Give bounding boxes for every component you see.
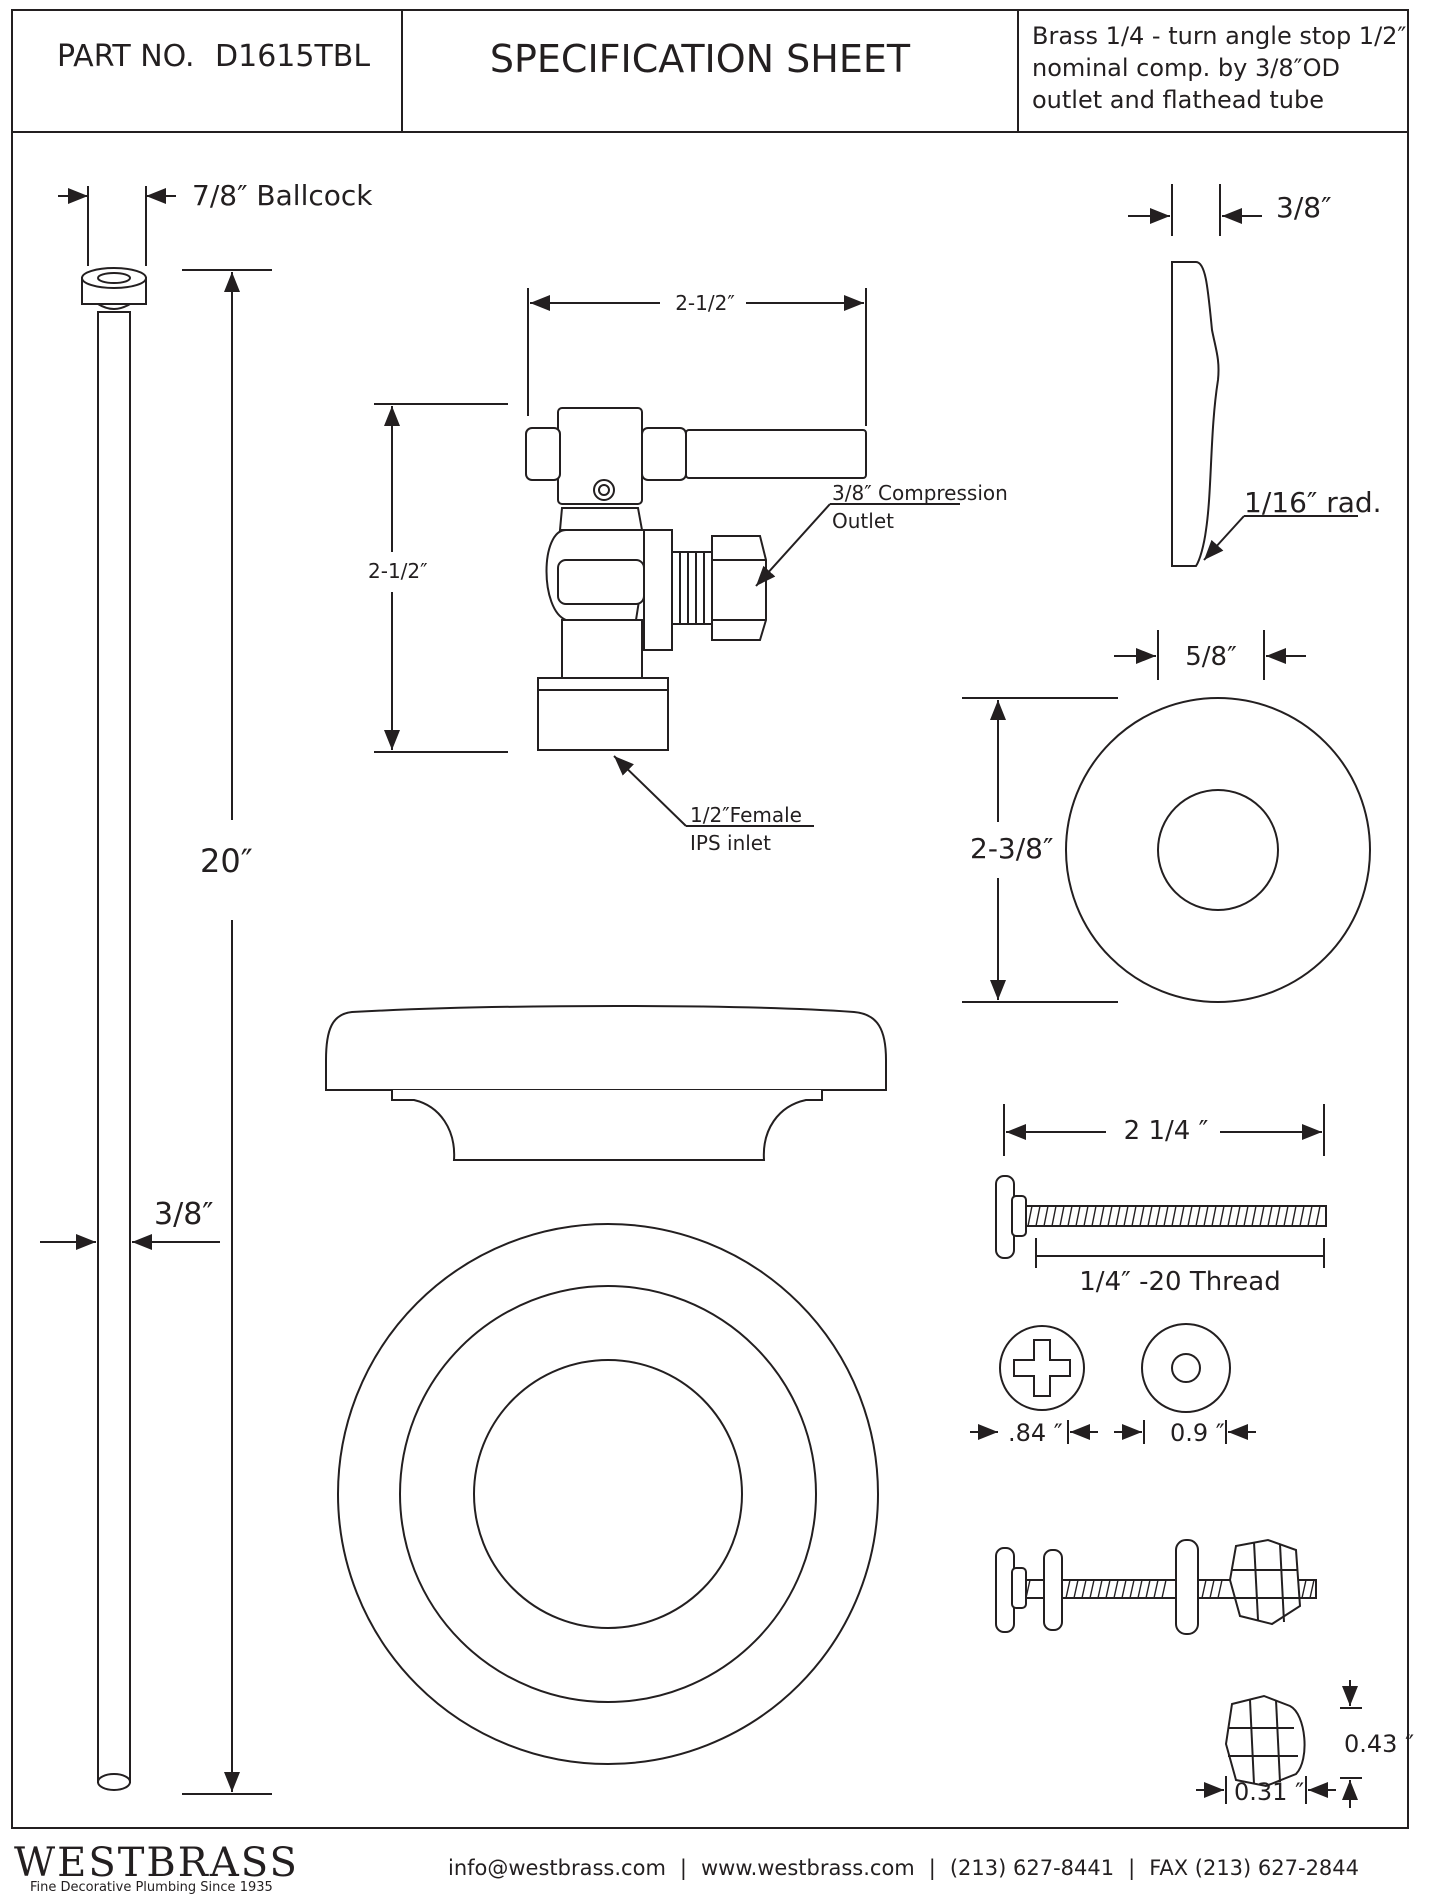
bolt-thread-dimension xyxy=(1035,1238,1325,1268)
description-line-3: outlet and flathead tube xyxy=(1032,86,1324,114)
flange-radius-leader xyxy=(1203,515,1358,561)
female-inlet-label-2: IPS inlet xyxy=(690,831,771,855)
footer-separator: | xyxy=(679,1856,687,1880)
flange-profile xyxy=(1171,261,1220,567)
bolt-assembly-threads xyxy=(1025,1579,1315,1599)
page-title: SPECIFICATION SHEET xyxy=(490,37,911,81)
washer-dimension xyxy=(1114,1420,1256,1444)
base-front xyxy=(337,1223,879,1765)
tube-diameter-label: 3/8″ xyxy=(154,1197,214,1232)
bolt-length-dimension xyxy=(1003,1104,1325,1156)
female-inlet-label-1: 1/2″Female xyxy=(690,803,802,827)
nut-height-label: 0.43 ″ xyxy=(1344,1730,1414,1758)
flange-diameter-dimension xyxy=(962,697,1118,1003)
compression-outlet-leader xyxy=(755,503,960,587)
compression-outlet-label-1: 3/8″ Compression xyxy=(832,481,1008,505)
valve-width-dimension xyxy=(527,288,867,426)
brand-logo: WESTBRASS xyxy=(14,1840,299,1886)
bolt-thread-label: 1/4″ -20 Thread xyxy=(1079,1267,1280,1297)
washer-label: 0.9 ″ xyxy=(1170,1419,1225,1447)
flange-front xyxy=(1065,697,1371,1003)
footer-email[interactable]: info@westbrass.com xyxy=(448,1856,666,1880)
flange-hole-dimension xyxy=(1114,630,1306,680)
ballcock-label: 7/8″ Ballcock xyxy=(192,179,373,212)
compression-outlet-label-2: Outlet xyxy=(832,509,894,533)
tube-length-label: 20″ xyxy=(200,842,253,880)
description-line-2: nominal comp. by 3/8″OD xyxy=(1032,54,1340,82)
screw-head xyxy=(999,1325,1085,1411)
footer-separator: | xyxy=(1128,1856,1136,1880)
flange-hole-label: 5/8″ xyxy=(1185,642,1237,672)
base-side-profile xyxy=(325,1005,887,1161)
nut-width-label: 0.31 ″ xyxy=(1234,1778,1304,1806)
flange-radius-label: 1/16″ rad. xyxy=(1244,486,1382,519)
footer-phone: (213) 627-8441 xyxy=(949,1856,1115,1880)
valve-height-label: 2-1/2″ xyxy=(368,559,428,583)
part-label: PART NO. xyxy=(57,39,195,74)
description-line-1: Brass 1/4 - turn angle stop 1/2″ xyxy=(1032,22,1406,50)
footer-website[interactable]: www.westbrass.com xyxy=(700,1856,915,1880)
screw-head-label: .84 ″ xyxy=(1008,1419,1063,1447)
flange-thickness-label: 3/8″ xyxy=(1276,191,1332,224)
sheet-border xyxy=(11,9,1409,1829)
female-inlet-leader xyxy=(613,755,814,827)
bolt-length-label: 2 1/4 ″ xyxy=(1124,1116,1209,1146)
cap-nut xyxy=(1224,1694,1306,1788)
brand-tagline: Fine Decorative Plumbing Since 1935 xyxy=(30,1880,273,1895)
footer-separator: | xyxy=(928,1856,936,1880)
bolt-assembly xyxy=(995,1538,1317,1635)
nut-width-dimension xyxy=(1196,1776,1336,1804)
valve-width-label: 2-1/2″ xyxy=(675,291,735,315)
footer-contact: info@westbrass.com | www.westbrass.com | (21… xyxy=(448,1856,1359,1880)
valve-height-dimension xyxy=(374,403,508,753)
footer-fax: FAX (213) 627-2844 xyxy=(1149,1856,1360,1880)
t-bolt-threads xyxy=(1027,1205,1321,1227)
part-number: D1615TBL xyxy=(215,39,370,74)
ballcock-dimension xyxy=(58,186,176,266)
flathead-tube xyxy=(81,267,147,1791)
flange-diameter-label: 2-3/8″ xyxy=(970,832,1053,865)
screw-head-dimension xyxy=(970,1420,1098,1444)
tube-length-dimension xyxy=(182,269,272,1795)
angle-stop-valve xyxy=(525,407,867,751)
flange-thickness-dimension xyxy=(1128,184,1262,236)
nut-height-dimension xyxy=(1340,1680,1362,1808)
washer xyxy=(1141,1323,1231,1413)
